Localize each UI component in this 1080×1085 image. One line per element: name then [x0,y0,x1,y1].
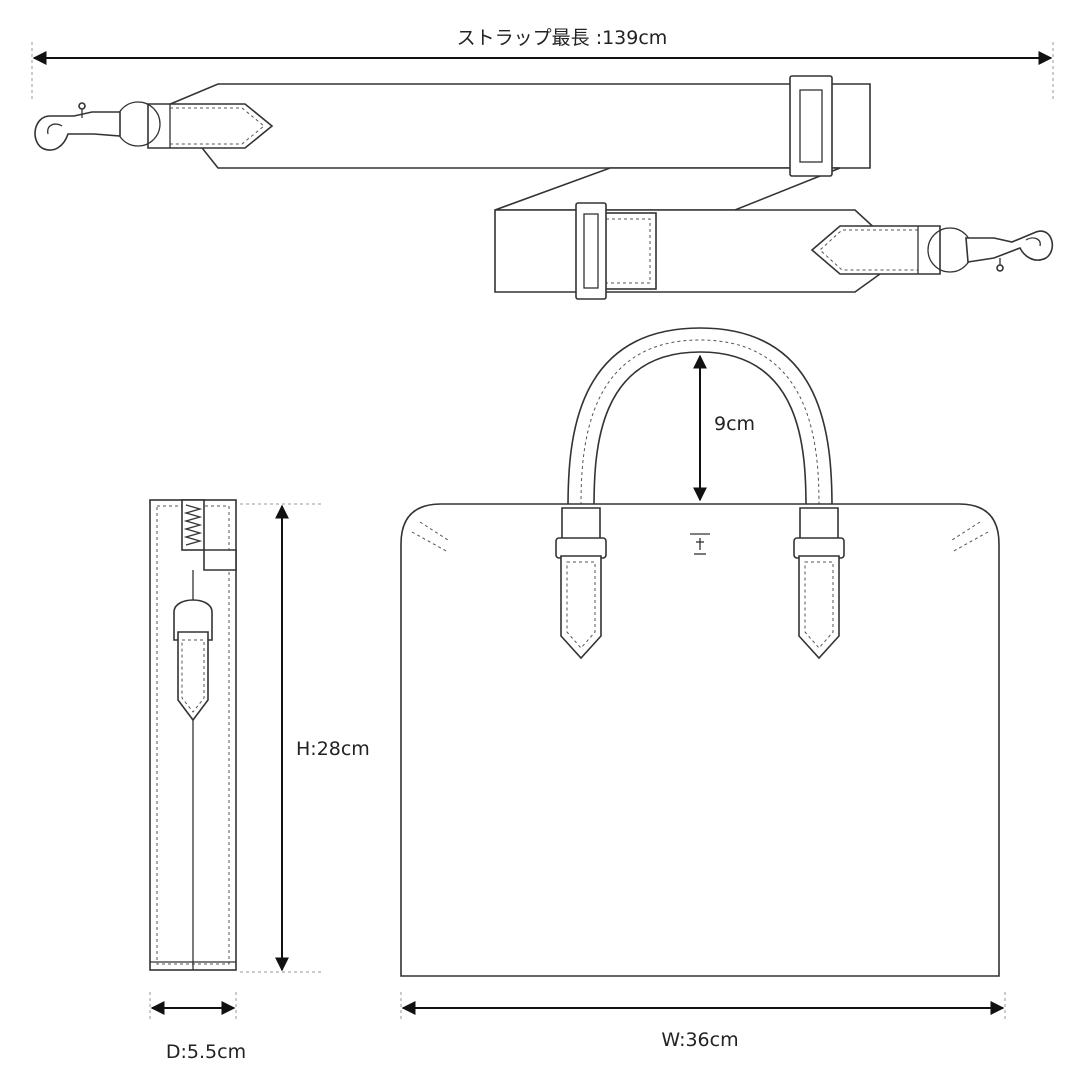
strap-slider-buckle-top-inner [799,89,823,163]
snap-hook-right-body [965,230,1054,263]
handle-tab-left [555,507,607,660]
height-label: H:28cm [296,738,370,760]
side-zipper-teeth [183,504,203,546]
strap-end-tab-right-stitch [819,229,918,271]
width-dimension: W:36cm [400,992,1006,1051]
front-panel [400,503,1000,977]
strap-end-tab-left-stitch [170,107,265,145]
snap-hook-right-pin-head [996,264,1004,272]
depth-dimension: D:5.5cm [149,992,246,1063]
depth-label: D:5.5cm [166,1041,246,1063]
handle-height-label: 9cm [714,413,755,435]
side-d-ring-tab-stitch [181,639,205,713]
handle-height-dimension: 9cm [693,354,755,502]
strap-keeper-loop [599,212,657,290]
shoulder-strap [34,75,1054,300]
corner-stitch-right-a [951,531,989,553]
handle-tab-left-ring [555,537,607,559]
strap-length-dimension: ストラップ最長 :139cm [31,27,1054,100]
strap-top-band [166,83,871,169]
strap-end-tab-right [810,225,941,275]
side-d-ring [173,599,213,641]
snap-hook-right [927,227,1054,273]
snap-hook-left-body [34,111,121,151]
strap-fold-band [494,167,841,211]
snap-hook-left-gate [47,123,63,135]
snap-hook-left-pin-head [78,102,86,110]
bag-side-view [149,499,237,971]
brand-logo-mark [690,533,710,555]
strap-slider-buckle-bottom-inner [583,213,599,289]
strap-slider-buckle-top [789,75,833,177]
handle-tab-left-body [560,555,602,660]
snap-hook-left [34,101,161,151]
width-label: W:36cm [661,1029,738,1051]
strap-end-tab-left [147,103,274,149]
height-dimension: H:28cm [240,503,370,973]
strap-length-label: ストラップ最長 :139cm [457,27,668,49]
strap-slider-buckle-bottom [575,202,607,300]
handle-tab-right-ring [793,537,845,559]
side-d-ring-tab [177,631,209,722]
snap-hook-right-gate [1025,237,1041,247]
bag-front-view [400,327,1000,977]
corner-stitch-left-a [411,531,449,553]
handle-tab-right-cap [799,507,839,541]
handle-tab-left-stitch [566,561,596,649]
handle-tab-left-cap [561,507,601,541]
handle-tab-right-body [798,555,840,660]
handle-tab-right-stitch [804,561,834,649]
handle-tab-right [793,507,845,660]
side-zipper-end-tab [203,549,237,571]
